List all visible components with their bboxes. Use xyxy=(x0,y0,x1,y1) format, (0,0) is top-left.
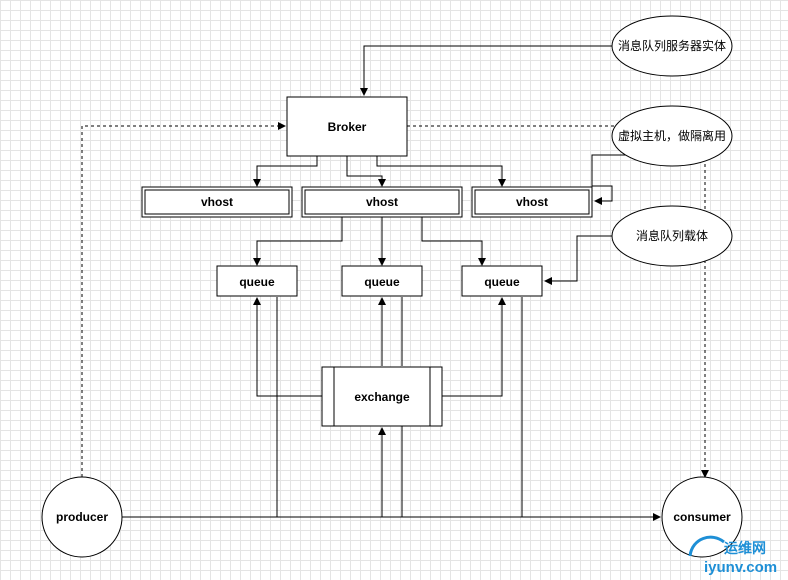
queue-3-label: queue xyxy=(484,275,520,289)
consumer-node[interactable]: consumer xyxy=(661,476,743,558)
vhost-note-ellipse[interactable]: 虚拟主机，做隔离用 xyxy=(611,105,733,167)
vhost-node-3[interactable]: vhost xyxy=(471,186,593,218)
queue-1-label: queue xyxy=(239,275,275,289)
watermark-domain: iyunv.com xyxy=(704,559,777,576)
vhost-3-label: vhost xyxy=(516,195,548,209)
vhost-note-text: 虚拟主机，做隔离用 xyxy=(618,128,726,143)
queue-node-1[interactable]: queue xyxy=(216,265,298,297)
queue-node-3[interactable]: queue xyxy=(461,265,543,297)
edges xyxy=(81,45,709,521)
queue-2-label: queue xyxy=(364,275,400,289)
edge-vhost-2-to-queue-1 xyxy=(253,217,343,266)
broker-note-text: 消息队列服务器实体 xyxy=(618,38,726,53)
watermark-brand: 运维网 xyxy=(724,540,766,556)
vhost-node-1[interactable]: vhost xyxy=(141,186,293,218)
exchange-label: exchange xyxy=(354,390,410,404)
queue-node-2[interactable]: queue xyxy=(341,265,423,297)
edge-broker-to-consumer-dashed xyxy=(407,125,709,478)
broker-label: Broker xyxy=(328,120,367,134)
edge-broker-note-to-broker xyxy=(360,45,612,96)
exchange-node[interactable]: exchange xyxy=(321,366,443,427)
edge-producer-to-broker-dashed xyxy=(81,122,286,477)
producer-label: producer xyxy=(56,510,108,524)
broker-note-ellipse[interactable]: 消息队列服务器实体 xyxy=(611,15,733,77)
edge-vhost-2-to-queue-3 xyxy=(421,217,486,266)
queue-note-ellipse[interactable]: 消息队列载体 xyxy=(611,205,733,267)
watermark: 运维网 iyunv.com xyxy=(688,535,777,576)
edge-exchange-to-queue-1 xyxy=(253,297,322,397)
broker-node[interactable]: Broker xyxy=(286,96,408,157)
vhost-1-label: vhost xyxy=(201,195,233,209)
edge-broker-to-vhost-2 xyxy=(346,156,386,187)
producer-node[interactable]: producer xyxy=(41,476,123,558)
watermark-swoosh-icon xyxy=(688,535,725,557)
vhost-2-label: vhost xyxy=(366,195,398,209)
consumer-label: consumer xyxy=(673,510,731,524)
edge-vhost-note-to-vhost-3 xyxy=(591,154,627,205)
queue-note-text: 消息队列载体 xyxy=(636,228,708,243)
edge-broker-to-vhost-3 xyxy=(376,156,506,187)
edge-exchange-to-queue-3 xyxy=(442,297,506,397)
vhost-node-2[interactable]: vhost xyxy=(301,186,463,218)
edge-broker-to-vhost-1 xyxy=(253,156,318,187)
edge-queue-note-to-queue-3 xyxy=(544,235,612,285)
